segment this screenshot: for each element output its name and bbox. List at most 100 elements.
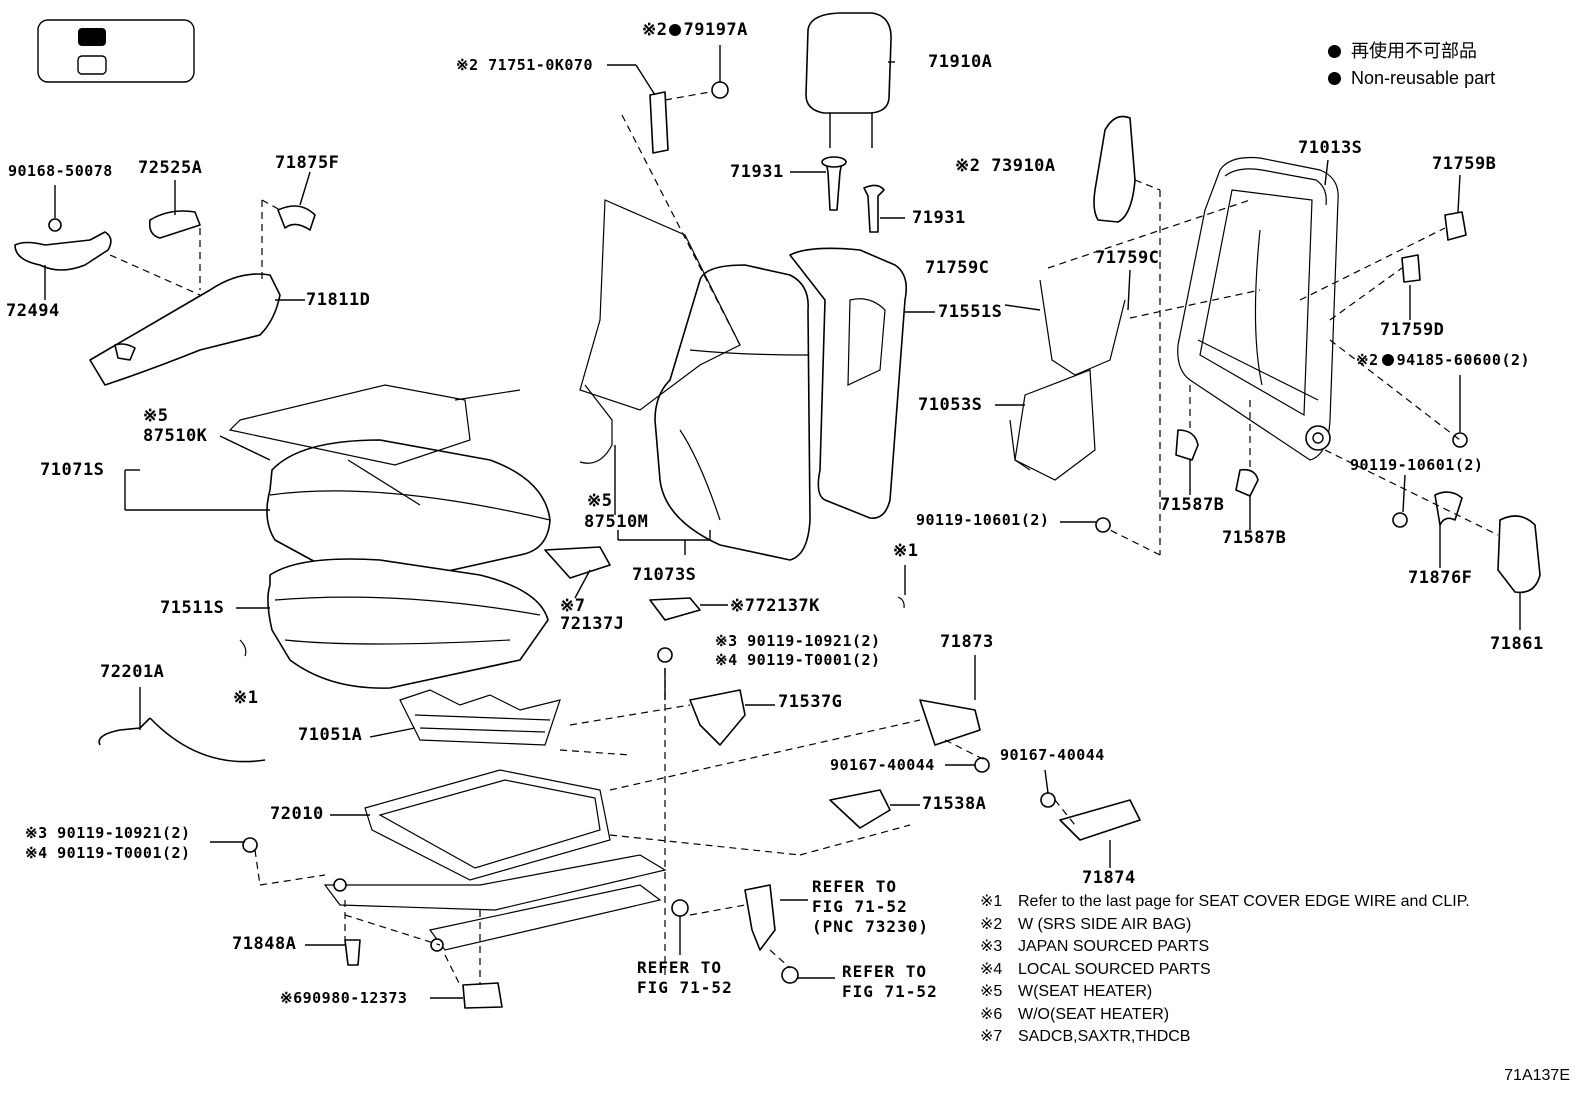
footnote-key: ※5: [980, 983, 1003, 1000]
footnote-text: SADCB,SAXTR,THDCB: [1018, 1028, 1191, 1045]
refer-callout-left: REFER TO FIG 71-52: [637, 958, 733, 998]
part-label-71876f: 71876F: [1408, 568, 1473, 588]
part-label-90980-12373: ※690980-12373: [280, 991, 407, 1006]
note-mark: ※2: [456, 56, 479, 74]
legend-jp-text: 再使用不可部品: [1351, 41, 1477, 61]
footnote-text: Refer to the last page for SEAT COVER ED…: [1018, 893, 1470, 910]
part-label-71051a: 71051A: [298, 725, 363, 745]
part-label-90119-t0001-mid: ※4 90119-T0001(2): [715, 653, 881, 668]
part-label-71071s: 71071S: [40, 460, 105, 480]
footnote-text: W (SRS SIDE AIR BAG): [1018, 915, 1192, 933]
footnote-text: JAPAN SOURCED PARTS: [1018, 938, 1210, 955]
part-label-71759b: 71759B: [1432, 154, 1497, 174]
footnote-row: ※6 W/O(SEAT HEATER): [980, 1004, 1470, 1027]
part-label-71874: 71874: [1082, 868, 1136, 888]
note-mark: ※2: [1356, 351, 1379, 369]
footnote-text: W/O(SEAT HEATER): [1018, 1005, 1170, 1023]
seat-position-indicator: [37, 19, 195, 83]
part-number: 90980-12373: [302, 989, 408, 1007]
part-label-71587b-right: 71587B: [1222, 528, 1287, 548]
footnote-row: ※7 SADCB,SAXTR,THDCB: [980, 1026, 1470, 1049]
part-label-94185-60600: ※2 94185-60600(2): [1356, 353, 1530, 368]
part-label-71537g: 71537G: [778, 692, 843, 712]
legend-en: Non-reusable part: [1328, 69, 1495, 87]
mark-87510m: ※5: [587, 491, 613, 511]
bullet-icon: [1328, 72, 1341, 85]
part-label-71551s: 71551S: [938, 302, 1003, 322]
refer-line: REFER TO: [842, 962, 928, 981]
footnote-key: ※2: [980, 915, 1003, 933]
part-label-71873: 71873: [940, 632, 994, 652]
note-mark: ※7: [730, 596, 756, 616]
part-label-71053s: 71053S: [918, 395, 983, 415]
part-label-90119-10921-mid: ※3 90119-10921(2): [715, 634, 881, 649]
seat-spring-drawing: [399, 689, 561, 746]
refer-callout-right: REFER TO FIG 71-52: [842, 962, 938, 1002]
part-label-71931-bottom: 71931: [912, 208, 966, 228]
footnote-key: ※3: [980, 938, 1003, 955]
seatback-cover-drawing: [654, 247, 908, 561]
part-label-72494: 72494: [6, 301, 60, 321]
part-label-71931-top: 71931: [730, 162, 784, 182]
part-label-73910a: ※2 73910A: [955, 158, 1056, 175]
mark-1-left: ※1: [233, 688, 259, 708]
part-number: 94185-60600(2): [1396, 351, 1531, 369]
bullet-icon: [1381, 354, 1394, 366]
side-airbag-drawing: [1093, 115, 1136, 223]
seat-adjuster-drawing: [323, 769, 667, 952]
part-label-90119-10601-right: 90119-10601(2): [1350, 456, 1484, 474]
bullet-icon: [1328, 45, 1341, 58]
part-label-71073s: 71073S: [632, 565, 697, 585]
legend-en-text: Non-reusable part: [1351, 68, 1496, 88]
cushion-heater-drawing: [228, 384, 521, 466]
note-mark: ※3: [25, 824, 48, 842]
footnotes: ※1 Refer to the last page for SEAT COVER …: [980, 891, 1470, 1049]
refer-callout-pnc: REFER TO FIG 71-52 (PNC 73230): [812, 877, 929, 937]
footnote-key: ※7: [980, 1028, 1003, 1045]
part-label-87510k: 87510K: [143, 426, 208, 446]
refer-line: FIG 71-52: [812, 897, 908, 916]
lumbar-support-drawing: [1009, 279, 1126, 481]
refer-line: REFER TO: [637, 958, 723, 977]
small-parts-drawing: [14, 81, 1541, 1009]
part-label-90119-10601-left: 90119-10601(2): [916, 511, 1050, 529]
note-mark: ※4: [715, 651, 738, 669]
seatback-heater-drawing: [579, 199, 741, 464]
part-label-90119-t0001-left: ※4 90119-T0001(2): [25, 846, 191, 861]
note-mark: ※2: [955, 156, 981, 176]
part-label-71875f: 71875F: [275, 153, 340, 173]
part-label-90168-50078: 90168-50078: [8, 162, 113, 180]
part-label-71511s: 71511S: [160, 598, 225, 618]
part-label-79197a: ※2 79197A: [642, 22, 748, 39]
part-label-72201a: 72201A: [100, 662, 165, 682]
legend-jp: 再使用不可部品: [1328, 42, 1477, 60]
part-number: 79197A: [683, 20, 748, 40]
part-label-72137j: 72137J: [560, 614, 625, 634]
part-label-71751-0k070: ※2 71751-0K070: [456, 58, 593, 73]
mark-87510k: ※5: [143, 406, 169, 426]
note-mark: ※6: [280, 989, 303, 1007]
part-label-71759c-left: 71759C: [925, 258, 990, 278]
refer-line: FIG 71-52: [842, 982, 938, 1001]
note-mark: ※4: [25, 844, 48, 862]
figure-code: 71A137E: [1504, 1067, 1570, 1084]
note-mark: ※2: [642, 20, 668, 40]
part-label-90167-40044-right: 90167-40044: [1000, 746, 1105, 764]
footnote-key: ※1: [980, 893, 1003, 910]
note-mark: ※3: [715, 632, 738, 650]
refer-line: REFER TO: [812, 877, 898, 896]
footnote-row: ※1 Refer to the last page for SEAT COVER …: [980, 891, 1470, 914]
bullet-icon: [669, 24, 682, 36]
part-number: 90119-10921(2): [747, 632, 881, 650]
mark-72137j: ※7: [560, 596, 586, 616]
seatback-frame-drawing: [1177, 156, 1339, 461]
part-label-71910a: 71910A: [928, 52, 993, 72]
part-number: 72137K: [755, 596, 820, 616]
part-label-71538a: 71538A: [922, 794, 987, 814]
part-label-71759d: 71759D: [1380, 320, 1445, 340]
part-label-72137k: ※772137K: [730, 598, 820, 615]
footnote-key: ※6: [980, 1005, 1003, 1023]
